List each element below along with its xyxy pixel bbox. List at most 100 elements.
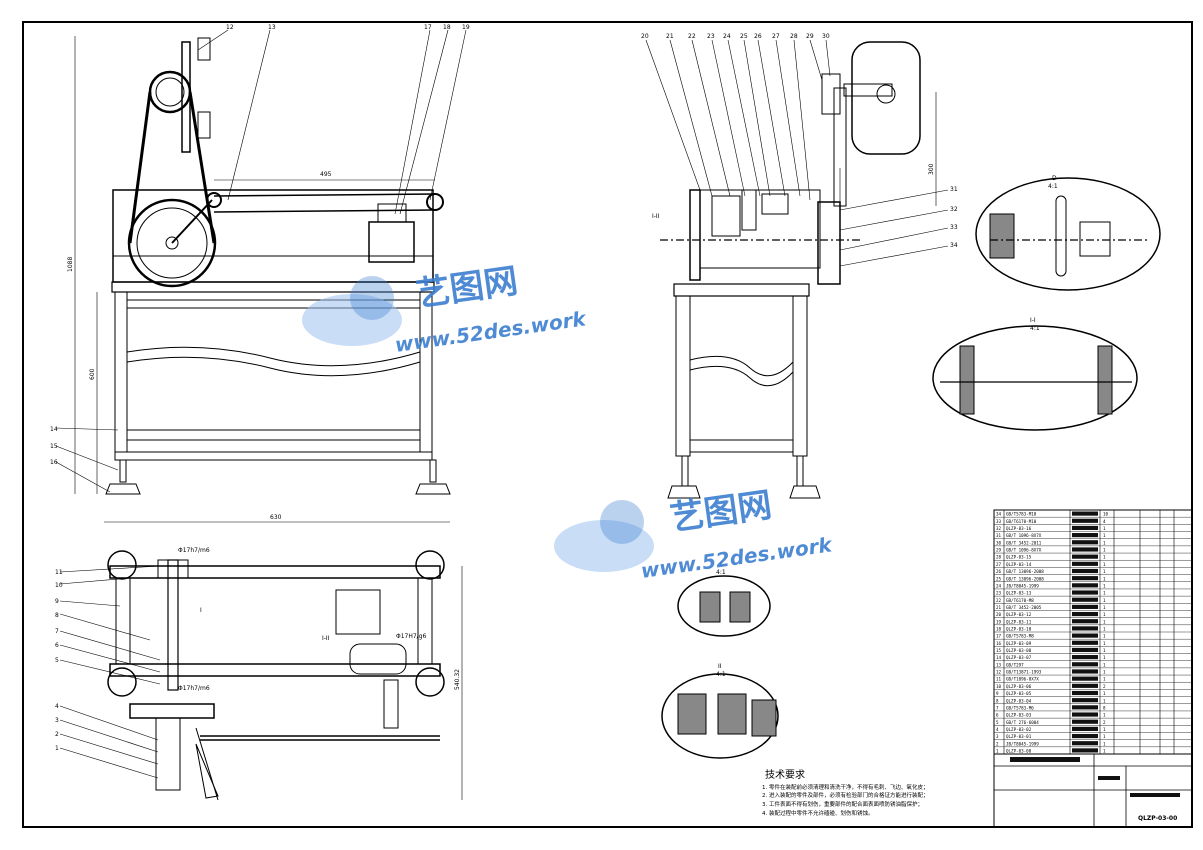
bom-row-name-redacted bbox=[1072, 669, 1098, 674]
bom-row-name-redacted bbox=[1072, 712, 1098, 717]
front-label-16: 16 bbox=[50, 459, 58, 466]
bom-row-name-redacted bbox=[1072, 619, 1098, 624]
bom-cell-no: 23 bbox=[996, 591, 1002, 596]
bom-row-name-redacted bbox=[1072, 540, 1098, 545]
bom-cell-no: 9 bbox=[996, 691, 999, 696]
bom-cell-qty: 1 bbox=[1103, 662, 1106, 667]
bom-cell-code: QLZP-03-10 bbox=[1006, 627, 1032, 632]
detail-ii-scale: 4:1 bbox=[1030, 325, 1040, 332]
bom-cell-qty: 1 bbox=[1103, 526, 1106, 531]
bom-cell-qty: 1 bbox=[1103, 533, 1106, 538]
bom-cell-code: QLZP-03-15 bbox=[1006, 555, 1032, 560]
bom-cell-no: 5 bbox=[996, 720, 999, 725]
bom-cell-qty: 1 bbox=[1103, 670, 1106, 675]
front-label-18: 18 bbox=[443, 24, 451, 31]
bom-cell-no: 14 bbox=[996, 655, 1002, 660]
bom-cell-qty: 1 bbox=[1103, 727, 1106, 732]
side-label-23: 23 bbox=[707, 33, 715, 40]
plan-label-9: 9 bbox=[55, 598, 59, 605]
bom-cell-no: 7 bbox=[996, 705, 999, 710]
bom-cell-code: QLZP-03-11 bbox=[1006, 619, 1032, 624]
plan-label-7: 7 bbox=[55, 628, 59, 635]
tech-req-line-1: 1. 零件在装配前必须清理和清洗干净，不得有毛刺、飞边、氧化皮； bbox=[762, 783, 929, 791]
bom-cell-qty: 8 bbox=[1103, 705, 1106, 710]
bom-cell-no: 24 bbox=[996, 583, 1002, 588]
technical-requirements: 技术要求 1. 零件在装配前必须清理和清洗干净，不得有毛刺、飞边、氧化皮； 2.… bbox=[762, 768, 929, 817]
side-section-mark: I-II bbox=[652, 213, 660, 220]
bom-cell-no: 18 bbox=[996, 627, 1002, 632]
bom-cell-code: GB/T 13096-2008 bbox=[1006, 576, 1044, 581]
side-label-24: 24 bbox=[723, 33, 731, 40]
bom-cell-no: 17 bbox=[996, 634, 1002, 639]
tech-req-line-3: 3. 工件表面不得有划伤，重要部件的配合面表面喷防锈油脂保护； bbox=[762, 800, 923, 808]
bom-cell-code: QLZP-03-03 bbox=[1006, 713, 1032, 718]
watermark-logo-globe-2 bbox=[554, 520, 654, 572]
bom-row-name-redacted bbox=[1072, 597, 1098, 602]
plan-label-2: 2 bbox=[55, 731, 59, 738]
plan-view-labels: 11 10 9 8 7 6 5 4 3 2 1 Φ17h7/m6 Φ17h7/m… bbox=[55, 547, 461, 752]
front-label-12: 12 bbox=[226, 24, 234, 31]
tech-req-title: 技术要求 bbox=[765, 768, 805, 781]
bom-cell-no: 10 bbox=[996, 684, 1002, 689]
bom-row-name-redacted bbox=[1072, 733, 1098, 739]
side-label-25: 25 bbox=[740, 33, 748, 40]
bom-cell-no: 27 bbox=[996, 562, 1002, 567]
bom-cell-no: 8 bbox=[996, 698, 999, 703]
tech-req-line-2: 2. 进入装配的零件及部件，必须有检验部门的合格证方能进行装配； bbox=[762, 791, 929, 799]
bom-cell-no: 21 bbox=[996, 605, 1002, 610]
side-label-21: 21 bbox=[666, 33, 674, 40]
front-dim-600: 600 bbox=[89, 368, 96, 380]
bom-cell-qty: 2 bbox=[1103, 684, 1106, 689]
bom-cell-qty: 1 bbox=[1103, 576, 1106, 581]
side-label-31: 31 bbox=[950, 186, 958, 193]
bom-cell-no: 33 bbox=[996, 519, 1002, 524]
plan-fit-right: Φ17H7/g6 bbox=[396, 633, 427, 640]
plan-view bbox=[59, 550, 463, 801]
plan-label-5: 5 bbox=[55, 657, 59, 664]
bom-cell-qty: 1 bbox=[1103, 749, 1106, 754]
bom-row-name-redacted bbox=[1072, 568, 1098, 574]
side-label-32: 32 bbox=[950, 206, 958, 213]
detail-i-title: I bbox=[720, 561, 722, 568]
bom-row-name-redacted bbox=[1072, 547, 1098, 552]
bom-cell-qty: 1 bbox=[1103, 741, 1106, 746]
bom-cell-no: 13 bbox=[996, 662, 1002, 667]
bom-cell-qty: 1 bbox=[1103, 540, 1106, 545]
bom-cell-code: GB/T 13096-2008 bbox=[1006, 569, 1044, 574]
detail-labels: D 4:1 I-I 4:1 I 4:1 II 4:1 bbox=[716, 175, 1058, 678]
front-dim-495: 495 bbox=[320, 171, 332, 178]
bom-cell-no: 12 bbox=[996, 670, 1002, 675]
bom-cell-no: 22 bbox=[996, 598, 1002, 603]
plan-fit-bottom: Φ17h7/m6 bbox=[178, 685, 210, 692]
bom-row-name-redacted bbox=[1072, 511, 1098, 516]
plan-label-10: 10 bbox=[55, 582, 63, 589]
detail-views bbox=[661, 177, 1161, 759]
drawing-border bbox=[22, 21, 1193, 828]
bom-cell-code: JB/T8045-1999 bbox=[1006, 741, 1039, 746]
bom-row-name-redacted bbox=[1072, 741, 1098, 746]
bom-cell-code: GB/T1096-8X7X bbox=[1006, 677, 1039, 682]
bom-cell-qty: 10 bbox=[1103, 512, 1109, 517]
bom-cell-code: GB/T5783-M6 bbox=[1006, 705, 1034, 710]
bom-cell-no: 6 bbox=[996, 713, 999, 718]
tech-req-line-4: 4. 装配过程中零件不允许磕碰、划伤和锈蚀。 bbox=[762, 809, 874, 817]
front-view bbox=[55, 29, 467, 523]
bom-row-name-redacted bbox=[1072, 611, 1098, 617]
bom-cell-qty: 1 bbox=[1103, 634, 1106, 639]
plan-label-6: 6 bbox=[55, 642, 59, 649]
bom-cell-no: 1 bbox=[996, 749, 999, 754]
bom-cell-no: 32 bbox=[996, 526, 1002, 531]
bom-cell-qty: 4 bbox=[1103, 519, 1106, 524]
bom-cell-code: JB/T8045-1999 bbox=[1006, 583, 1039, 588]
bom-cell-qty: 1 bbox=[1103, 548, 1106, 553]
bom-row-name-redacted bbox=[1072, 604, 1098, 609]
bom-cell-code: QLZP-03-01 bbox=[1006, 734, 1032, 739]
side-label-28: 28 bbox=[790, 33, 798, 40]
detail-ii2-scale: 4:1 bbox=[716, 671, 726, 678]
side-label-34: 34 bbox=[950, 242, 958, 249]
bom-cell-qty: 1 bbox=[1103, 562, 1106, 567]
bom-row-name-redacted bbox=[1072, 726, 1098, 731]
front-label-14: 14 bbox=[50, 426, 58, 433]
bom-row-name-redacted bbox=[1072, 576, 1098, 581]
